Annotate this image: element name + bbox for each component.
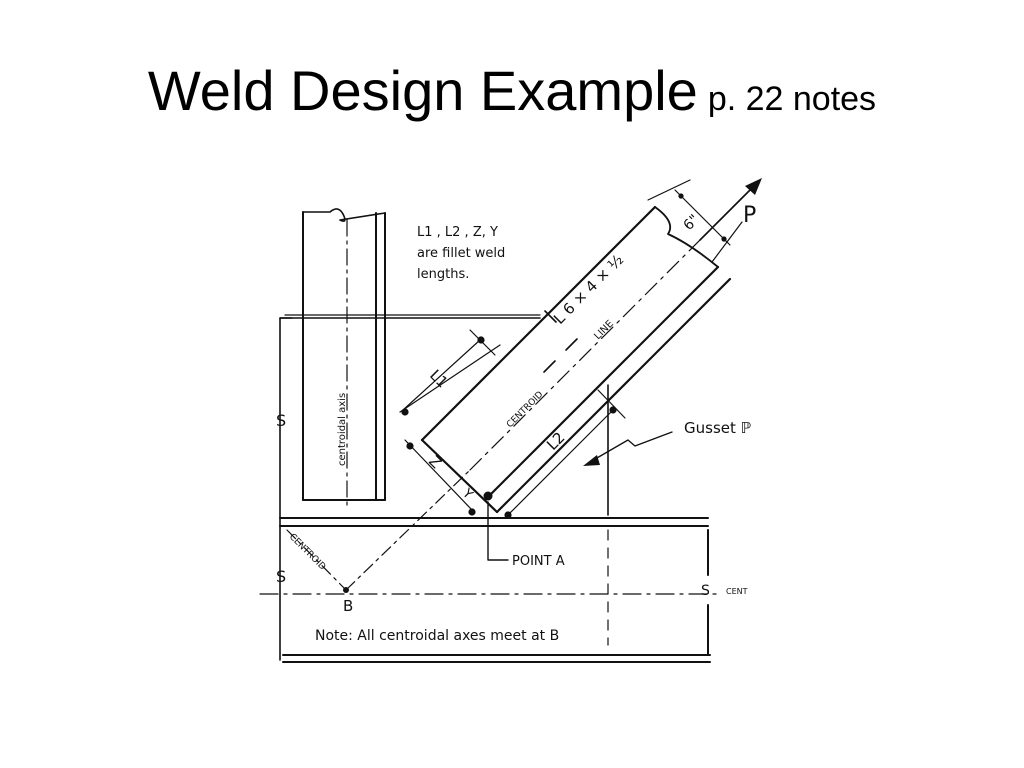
- label-y: Y: [458, 486, 475, 503]
- load-arrow: P: [699, 178, 762, 241]
- gusset-plate: [279, 314, 609, 661]
- angle-member: [420, 182, 758, 514]
- s-symbol-bottom: S: [276, 567, 286, 586]
- point-a-marker: [483, 491, 493, 501]
- centroid-line-label-b: LINE: [592, 319, 616, 343]
- note-line-1: L1 , L2 , Z, Y: [417, 225, 498, 240]
- centroidal-axis-label: centroidal axis: [337, 393, 348, 466]
- centroid-lines: [286, 469, 471, 591]
- centroid-diagonal-label: CENTROID: [287, 532, 327, 572]
- horizontal-beam: [259, 517, 721, 663]
- centroid-line-label-a: CENTROID: [505, 390, 545, 430]
- load-label: P: [743, 203, 756, 228]
- title-main: Weld Design Example: [147, 59, 698, 122]
- dimension-l1: [399, 329, 501, 416]
- point-a-label: POINT A: [512, 554, 565, 569]
- note-line-3: lengths.: [417, 267, 469, 282]
- dimension-l2: [504, 389, 626, 519]
- vertical-column: [302, 208, 386, 506]
- point-b-label: B: [343, 597, 353, 615]
- dimension-z: [404, 439, 476, 516]
- label-z: Z: [425, 452, 445, 472]
- bottom-note: Note: All centroidal axes meet at B: [315, 628, 559, 644]
- s-symbol-right: S: [701, 583, 710, 599]
- member-label: L 6 × 4 × ½: [550, 251, 627, 328]
- note-line-2: are fillet weld: [417, 246, 505, 261]
- gusset-label: Gusset ℙ: [684, 419, 751, 437]
- s-symbol-left: S: [276, 411, 286, 430]
- title-subtitle: p. 22 notes: [707, 80, 877, 118]
- cent-label: CENT: [726, 587, 748, 596]
- dimension-6: [647, 179, 743, 263]
- label-l2: L2: [543, 428, 568, 453]
